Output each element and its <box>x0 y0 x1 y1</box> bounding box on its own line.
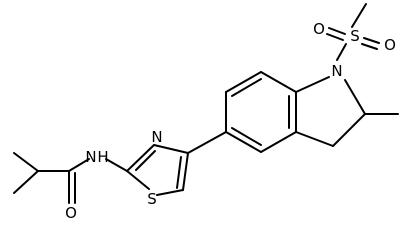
indoline-benzene-ring <box>225 71 297 153</box>
methanesulfonyl-group <box>326 3 380 61</box>
bond-thiazole-c2-n3-double <box>135 150 156 171</box>
bond-nh-thiazole <box>105 158 128 172</box>
bond-thiazole-n3-c4 <box>153 144 189 154</box>
bond-thiazole-indoline <box>187 131 227 154</box>
bond-benzene-6-double <box>231 127 262 146</box>
atom-o-sulfonyl-top: O <box>313 20 325 38</box>
bond-benzene-3 <box>260 71 297 93</box>
bond-s-o-bottom-double <box>361 43 378 50</box>
atom-s-thiazole: S <box>147 190 157 208</box>
bond-c7a-n1 <box>295 76 330 93</box>
atom-o-sulfonyl-bottom: O <box>384 36 396 54</box>
bond-benzene-5 <box>260 131 297 153</box>
bond-benzene-6 <box>225 131 262 153</box>
bond-thiazole-c4-c5-double <box>176 156 182 189</box>
atom-n-thiazole: N <box>151 128 162 146</box>
atom-h-amide: H <box>97 148 108 166</box>
bond-benzene-2-double <box>231 78 262 97</box>
bond-c2-c3 <box>332 113 366 147</box>
bond-benzene-2 <box>225 71 262 93</box>
bond-s-o-bottom <box>363 37 380 44</box>
bond-n1-c2 <box>344 79 366 115</box>
bond-thiazole-s1-c2 <box>126 170 150 190</box>
bond-s-o-top-double <box>326 33 344 41</box>
thiazole-ring <box>126 144 189 196</box>
bond-methyl-top <box>13 152 39 172</box>
atom-n-amide: N <box>85 148 96 166</box>
bond-thiazole-c4-c5 <box>182 152 189 191</box>
amide-linker <box>105 158 128 172</box>
isobutyramide-group <box>13 152 90 204</box>
atom-o-carbonyl: O <box>65 204 77 222</box>
bond-thiazole-c2-n3 <box>126 144 155 172</box>
bond-methyl-bottom <box>13 170 39 194</box>
bond-carbonyl-nh <box>68 158 90 172</box>
bond-c3-c3a <box>295 131 334 147</box>
atom-n-indoline: N <box>331 62 342 80</box>
atom-s-sulfonyl: S <box>350 27 360 45</box>
indoline-pyrrolidine-ring <box>295 76 399 147</box>
bond-thiazole-c5-s1 <box>156 189 184 196</box>
bond-s-o-top <box>328 27 346 35</box>
bond-n1-s <box>336 43 347 61</box>
bond-s-methyl <box>351 3 367 28</box>
